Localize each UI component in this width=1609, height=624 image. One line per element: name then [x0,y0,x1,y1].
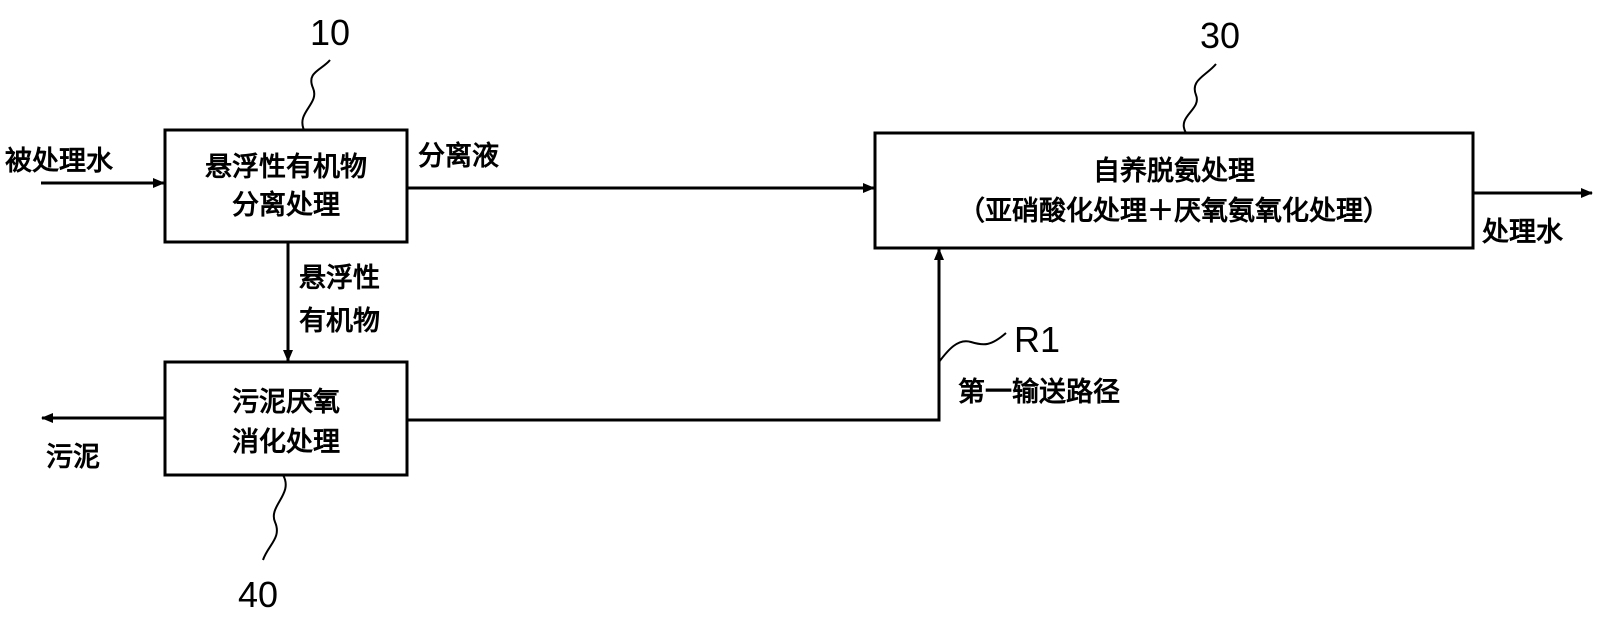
autotrophic-process-box [873,131,1475,250]
separated-liquid-label: 分离液 [418,140,499,172]
separation-box-line1: 悬浮性有机物 [205,152,367,183]
influent-label: 被处理水 [5,146,114,177]
suspended-organics-label-line1: 悬浮性 [299,263,380,294]
suspended-organics-label-line2: 有机物 [299,306,380,337]
autotrophic-box-line2: （亚硝酸化处理＋厌氧氨氧化处理） [958,196,1390,227]
route-label-r1: R1 [1014,319,1060,360]
separation-process-box [163,128,409,244]
autotrophic-box-line1: 自养脱氨处理 [1093,155,1255,187]
separation-box-line2: 分离处理 [232,189,340,221]
leader-line-10 [301,59,331,131]
treated-water-label: 处理水 [1481,217,1564,248]
digestion-box-line2: 消化处理 [232,427,340,458]
leader-line-r1 [938,332,1007,363]
first-transfer-route-arrow [407,248,944,422]
digestion-box-line1: 污泥厌氧 [232,387,340,418]
first-transfer-route-label: 第一输送路径 [958,376,1120,408]
reference-number-30: 30 [1200,15,1240,56]
sludge-label: 污泥 [46,442,100,473]
digestion-process-box [163,360,409,477]
leader-line-30 [1182,63,1217,134]
leader-line-40 [262,474,287,561]
reference-number-10: 10 [310,12,350,53]
reference-number-40: 40 [238,574,278,615]
